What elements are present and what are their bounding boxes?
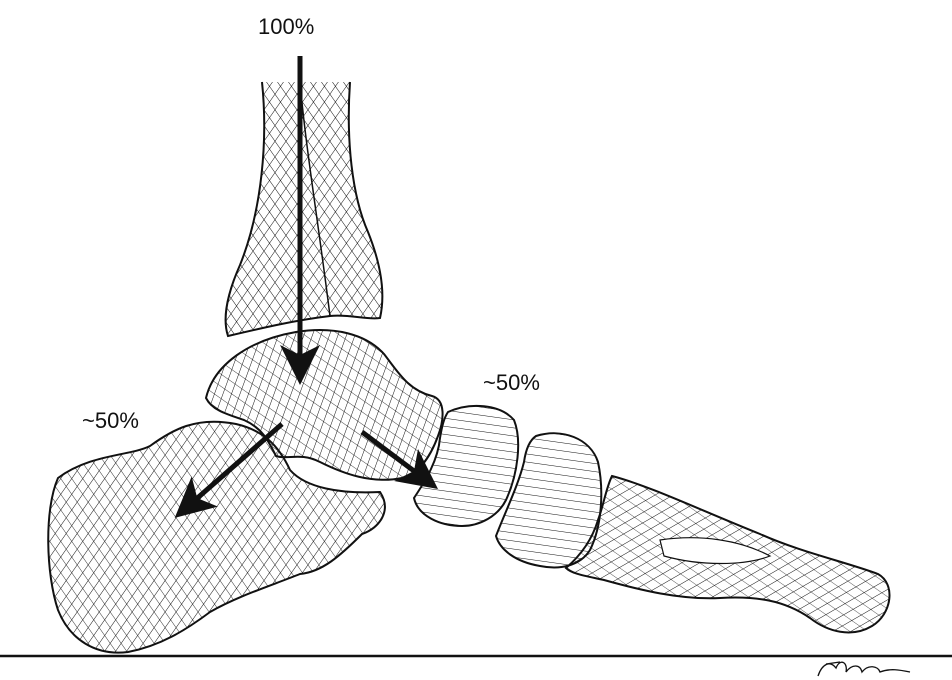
load-label-posterior: ~50%: [82, 408, 139, 434]
tibia-bone: [226, 82, 383, 336]
load-label-anterior: ~50%: [483, 370, 540, 396]
artist-signature: [818, 662, 910, 676]
metatarsal-bone: [566, 476, 889, 632]
load-label-top: 100%: [258, 14, 314, 40]
